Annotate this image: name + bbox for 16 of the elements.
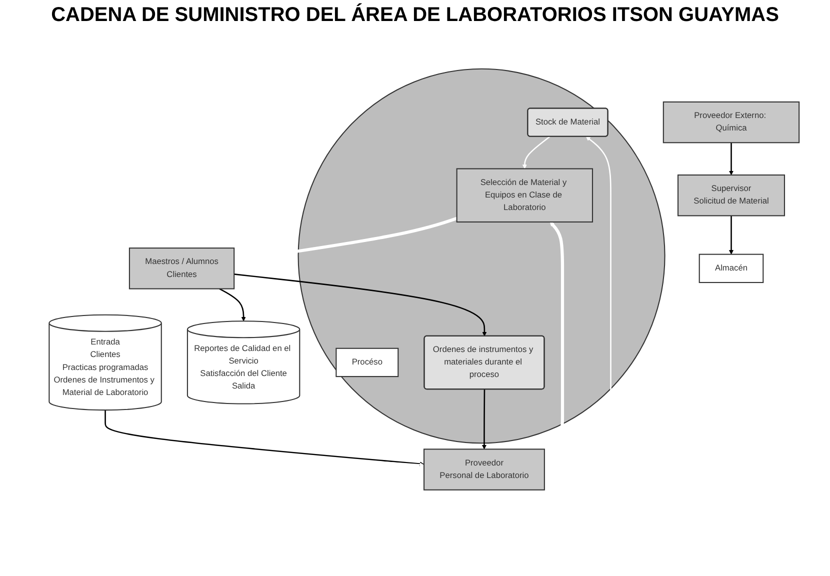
- node-box: Procéso: [336, 347, 399, 377]
- arrow: [104, 410, 424, 466]
- arrow: [234, 273, 487, 336]
- node-box: Supervisor Solicitud de Material: [677, 174, 786, 216]
- cluster: [298, 68, 666, 444]
- node-box: Almacén: [698, 253, 764, 283]
- diagram-title: CADENA DE SUMINISTRO DEL ÁREA DE LABORATORIOS ITSON GUAYMAS: [50, 4, 780, 27]
- arrow: [728, 142, 734, 175]
- arrow: [728, 215, 734, 254]
- node-box: Proveedor Personal de Laboratorio: [423, 448, 545, 490]
- arrow: [482, 388, 487, 449]
- arrow: [522, 136, 550, 169]
- arrow: [219, 288, 246, 321]
- node-box: Proveedor Externo: Química: [662, 101, 800, 143]
- node-box: Maestros / Alumnos Clientes: [128, 247, 235, 289]
- node-box: Selección de Material y Equipos en Clase de Laboratorio: [456, 168, 594, 222]
